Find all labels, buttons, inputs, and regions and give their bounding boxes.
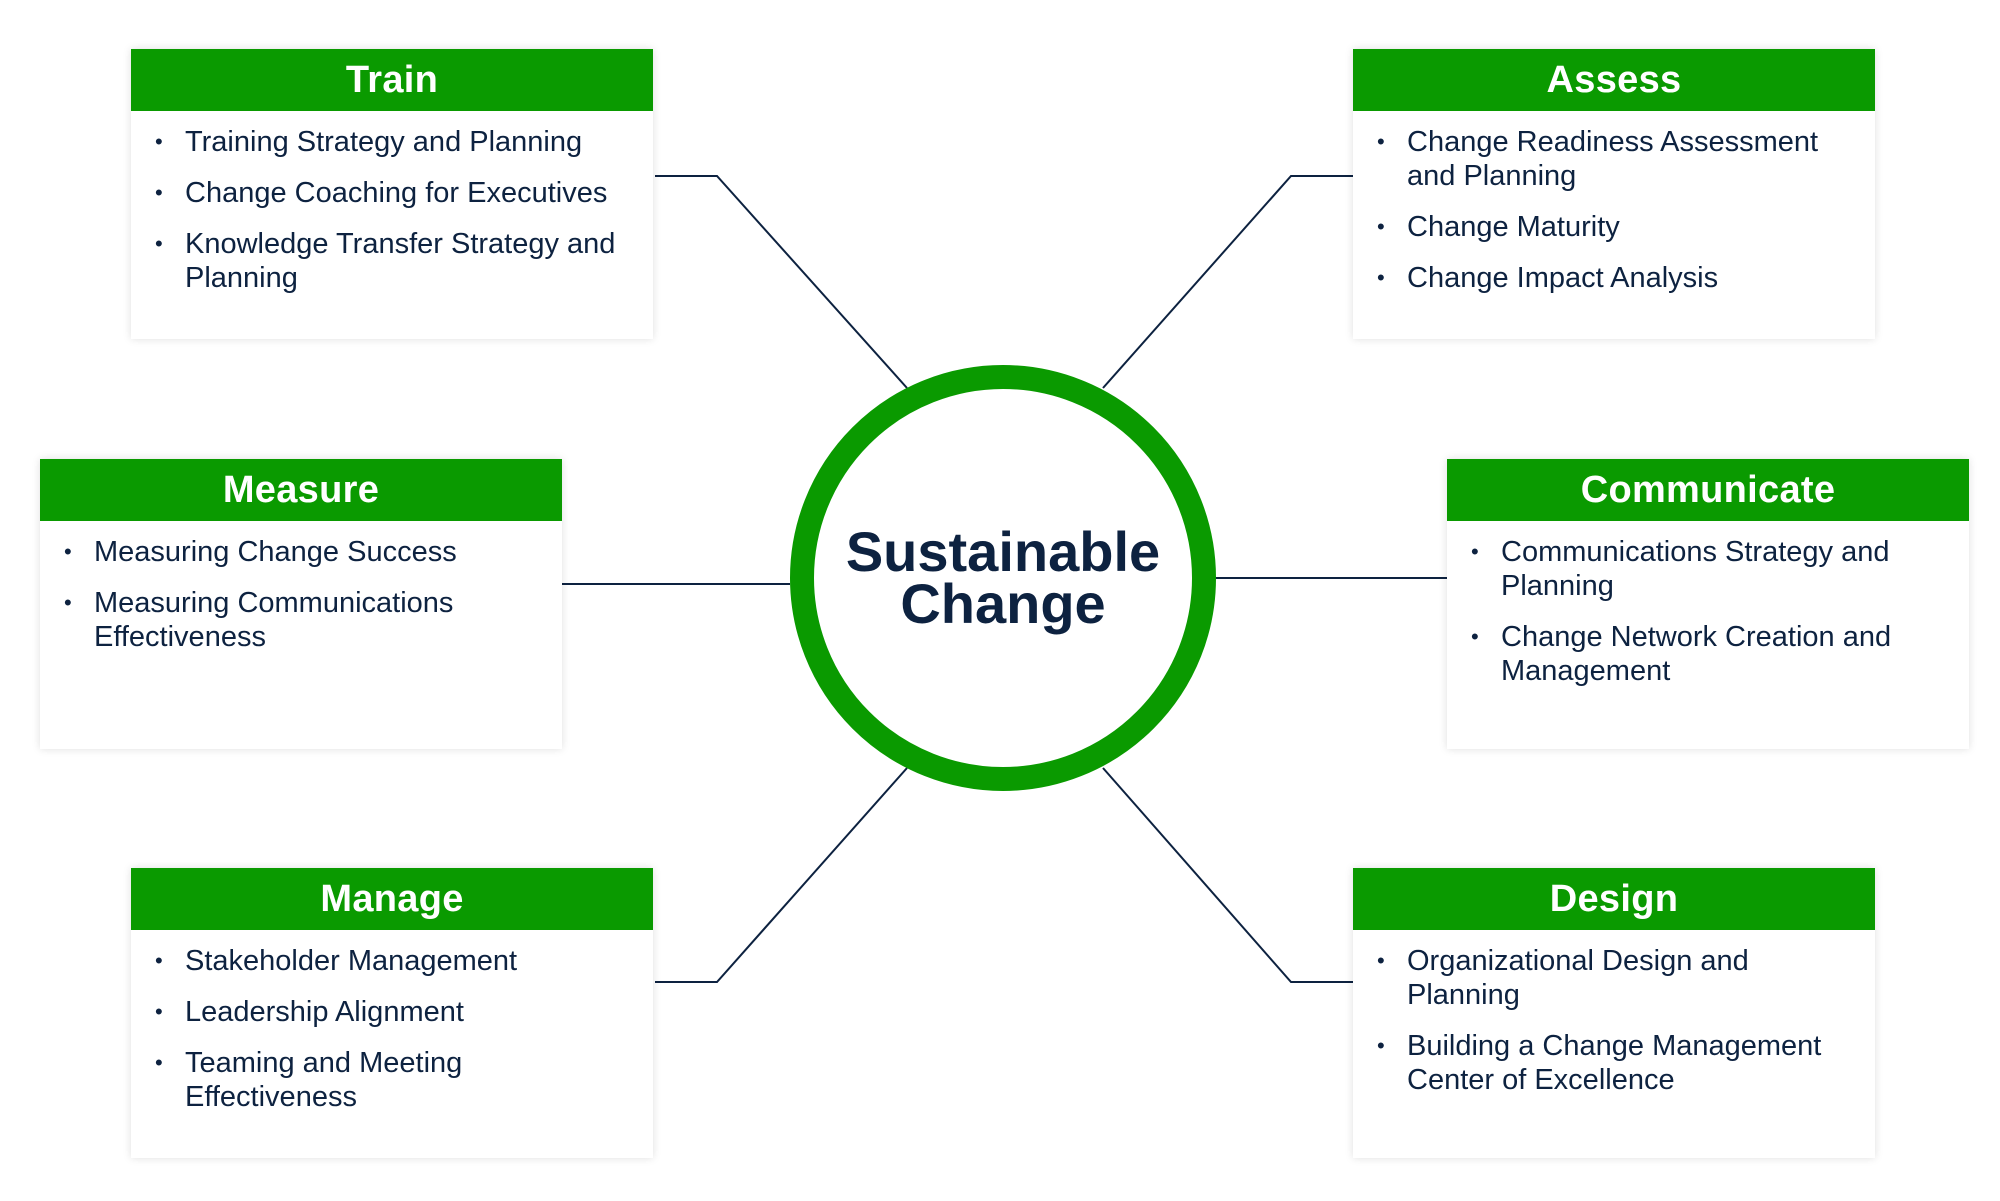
card-measure: Measure •Measuring Change Success •Measu… xyxy=(40,459,562,749)
card-header-measure: Measure xyxy=(40,459,562,521)
card-communicate: Communicate •Communications Strategy and… xyxy=(1447,459,1969,749)
list-item: •Communications Strategy and Planning xyxy=(1471,536,1890,602)
card-header-design: Design xyxy=(1353,868,1875,930)
list-item: •Change Impact Analysis xyxy=(1377,262,1719,294)
card-list-communicate: •Communications Strategy and Planning •C… xyxy=(1447,521,1969,688)
card-list-design: •Organizational Design and Planning •Bui… xyxy=(1353,930,1875,1097)
card-list-measure: •Measuring Change Success •Measuring Com… xyxy=(40,521,562,654)
hub-circle: Sustainable Change xyxy=(790,365,1216,791)
list-item: •Change Readiness Assessment and Plannin… xyxy=(1377,126,1819,192)
card-list-manage: •Stakeholder Management •Leadership Alig… xyxy=(131,930,653,1114)
list-item: •Training Strategy and Planning xyxy=(155,126,583,158)
card-header-manage: Manage xyxy=(131,868,653,930)
card-assess: Assess •Change Readiness Assessment and … xyxy=(1353,49,1875,339)
connector-assess xyxy=(1102,175,1353,389)
card-train: Train •Training Strategy and Planning •C… xyxy=(131,49,653,339)
card-header-assess: Assess xyxy=(1353,49,1875,111)
list-item: •Knowledge Transfer Strategy and Plannin… xyxy=(155,228,616,294)
connector-train xyxy=(655,175,908,389)
card-list-assess: •Change Readiness Assessment and Plannin… xyxy=(1353,111,1875,295)
list-item: •Organizational Design and Planning xyxy=(1377,945,1749,1011)
list-item: •Building a Change Management Center of … xyxy=(1377,1030,1822,1096)
card-manage: Manage •Stakeholder Management •Leadersh… xyxy=(131,868,653,1158)
card-design: Design •Organizational Design and Planni… xyxy=(1353,868,1875,1158)
list-item: •Change Network Creation and Management xyxy=(1471,621,1892,687)
card-header-train: Train xyxy=(131,49,653,111)
list-item: •Teaming and Meeting Effectiveness xyxy=(155,1047,463,1113)
hub-title: Sustainable Change xyxy=(845,520,1161,635)
list-item: •Leadership Alignment xyxy=(155,996,464,1028)
list-item: •Measuring Communications Effectiveness xyxy=(64,587,454,653)
list-item: •Change Maturity xyxy=(1377,211,1620,243)
list-item: •Stakeholder Management xyxy=(155,945,518,977)
list-item: •Change Coaching for Executives xyxy=(155,177,608,209)
connector-manage xyxy=(655,767,908,983)
list-item: •Measuring Change Success xyxy=(64,536,457,568)
card-header-communicate: Communicate xyxy=(1447,459,1969,521)
card-list-train: •Training Strategy and Planning •Change … xyxy=(131,111,653,295)
connector-design xyxy=(1102,767,1353,983)
